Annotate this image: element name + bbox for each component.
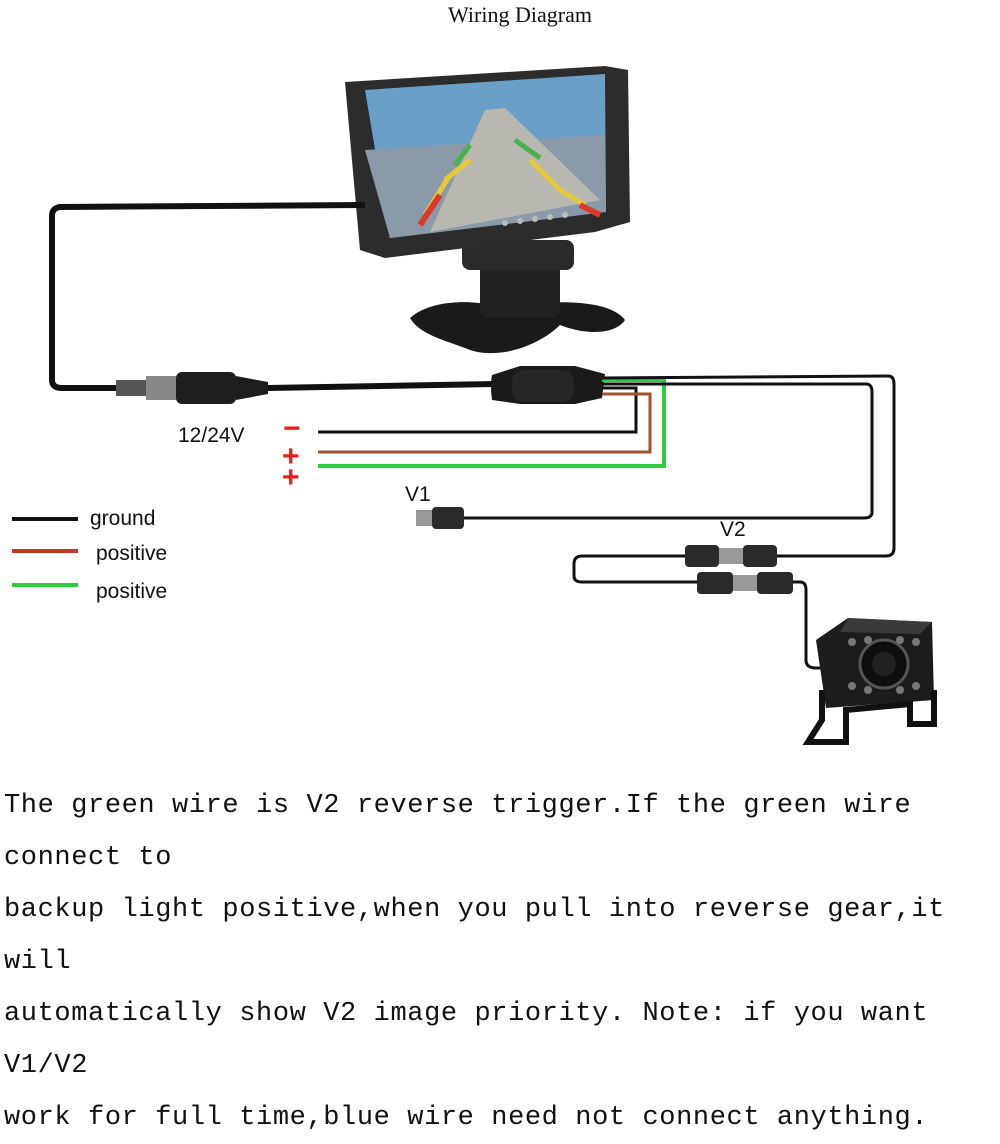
- v2-connector-icon: [685, 545, 777, 567]
- legend-lines: [12, 517, 78, 587]
- monitor-icon: [345, 66, 630, 354]
- legend-ground-label: ground: [90, 507, 156, 530]
- v1-connector-icon: [416, 507, 464, 529]
- wiring-diagram: [12, 66, 937, 745]
- minus-sign-label: −: [283, 412, 301, 445]
- junction-box-icon: [491, 366, 605, 404]
- plus-sign-label: +: [282, 440, 300, 473]
- instruction-note: The green wire is V2 reverse trigger.If …: [4, 791, 945, 1133]
- camera-connector-icon: [697, 572, 793, 594]
- legend-positive-green-label: positive: [96, 580, 168, 603]
- v1-label: V1: [405, 483, 431, 506]
- plus-sign-label-2: +: [282, 461, 300, 494]
- page-title: Wiring Diagram: [448, 2, 592, 27]
- v2-label: V2: [720, 518, 746, 541]
- power-connector-icon: [116, 372, 268, 404]
- voltage-label: 12/24V: [178, 424, 245, 447]
- backup-camera-icon: [802, 618, 937, 745]
- legend-positive-red-label: positive: [96, 542, 168, 565]
